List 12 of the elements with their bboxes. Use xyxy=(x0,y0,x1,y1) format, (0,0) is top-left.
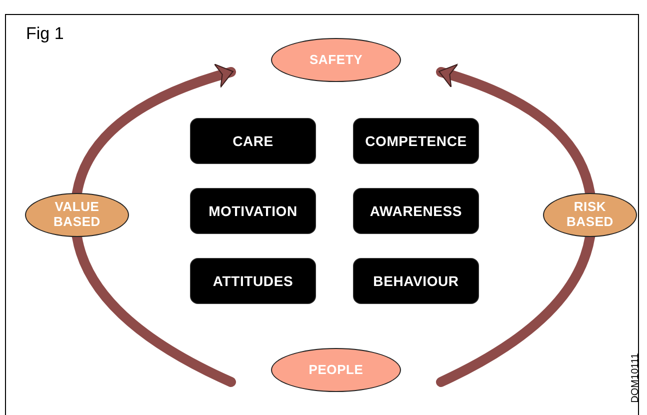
factor-box: MOTIVATION xyxy=(190,188,316,234)
factor-box: COMPETENCE xyxy=(353,118,479,164)
label-ellipse: VALUE BASED xyxy=(25,193,129,237)
figure-code: DOM10111 xyxy=(630,352,642,405)
label-ellipse: RISK BASED xyxy=(543,193,637,237)
factor-box: BEHAVIOUR xyxy=(353,258,479,304)
factor-box: AWARENESS xyxy=(353,188,479,234)
factor-box: ATTITUDES xyxy=(190,258,316,304)
figure-title: Fig 1 xyxy=(26,24,64,44)
factor-box: CARE xyxy=(190,118,316,164)
label-ellipse: PEOPLE xyxy=(271,348,401,392)
label-ellipse: SAFETY xyxy=(271,38,401,82)
